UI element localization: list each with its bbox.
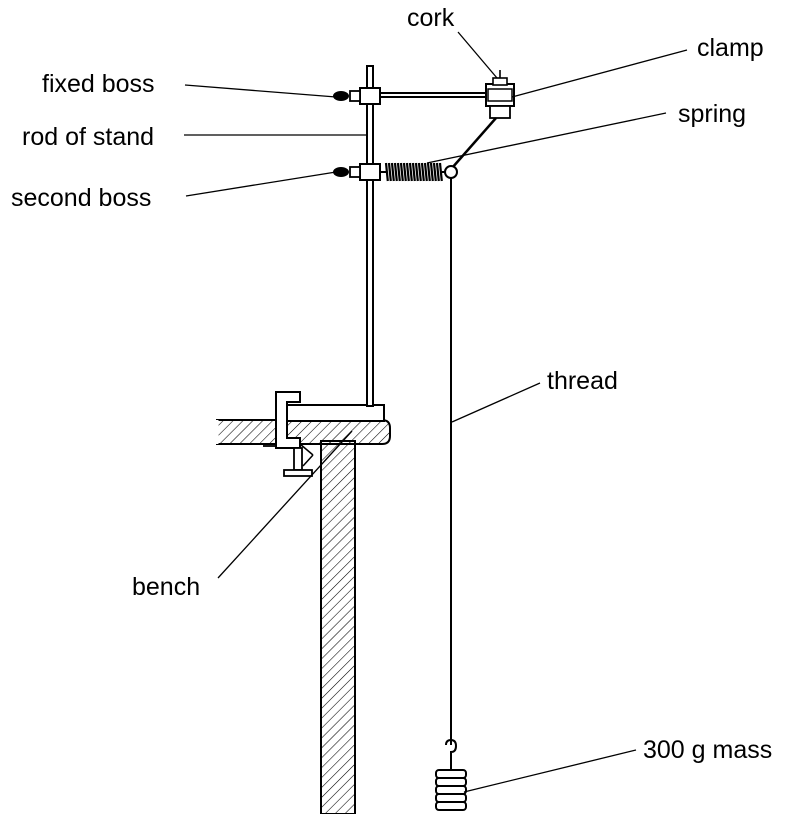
leader-fixed-boss bbox=[184, 84, 337, 98]
leader-cork bbox=[457, 31, 498, 79]
stand-base bbox=[280, 404, 385, 422]
rod-of-stand bbox=[366, 65, 374, 407]
label-bench: bench bbox=[132, 573, 200, 601]
label-spring: spring bbox=[678, 100, 746, 128]
mass-300g bbox=[435, 769, 467, 811]
fixed-boss bbox=[333, 87, 381, 105]
leader-thread bbox=[451, 382, 541, 423]
cork bbox=[492, 77, 508, 86]
leader-clamp bbox=[511, 49, 688, 98]
leader-second-boss bbox=[185, 171, 337, 197]
bench-leg bbox=[320, 440, 356, 814]
support-wire bbox=[451, 117, 497, 169]
label-thread: thread bbox=[547, 367, 618, 395]
g-clamp bbox=[263, 391, 314, 477]
leader-spring bbox=[426, 112, 667, 164]
spring-loop bbox=[444, 165, 458, 179]
leader-mass bbox=[463, 749, 637, 793]
label-second-boss: second boss bbox=[11, 184, 151, 212]
label-mass: 300 g mass bbox=[643, 736, 772, 764]
mass-hook bbox=[445, 738, 458, 770]
leader-bench bbox=[217, 430, 353, 579]
label-cork: cork bbox=[407, 4, 455, 32]
label-clamp: clamp bbox=[697, 34, 764, 62]
label-fixed-boss: fixed boss bbox=[42, 70, 155, 98]
second-boss bbox=[333, 163, 386, 181]
spring bbox=[380, 162, 445, 182]
clamp-assembly bbox=[485, 70, 515, 119]
label-rod-of-stand: rod of stand bbox=[22, 123, 154, 151]
bench-top bbox=[216, 419, 391, 445]
